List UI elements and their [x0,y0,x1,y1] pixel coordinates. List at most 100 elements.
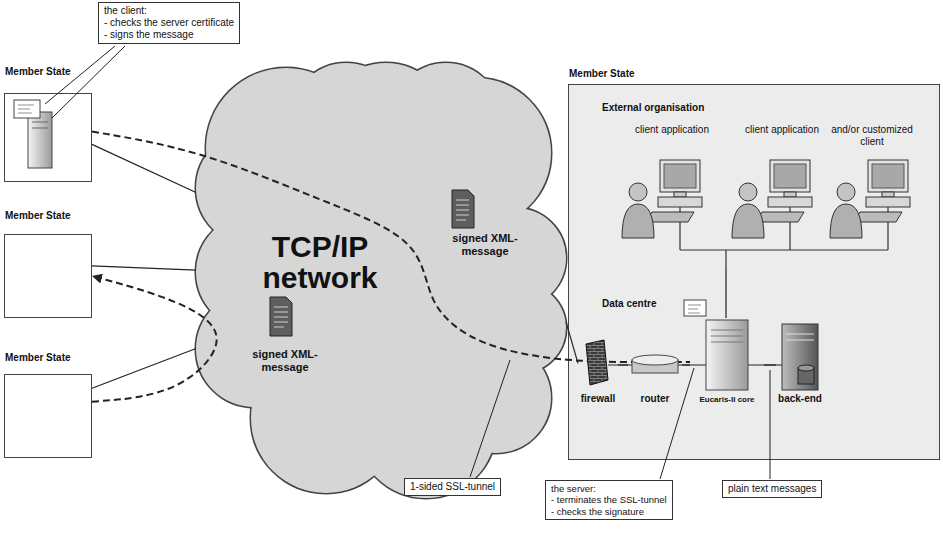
client-server-icon-part [32,128,48,129]
user-figure-part [837,183,855,201]
cloud-fill-lobe [441,343,551,453]
workstation-icon-part [658,197,702,207]
callout-text: - checks the signature [551,506,667,517]
core-server-icon-part [706,320,748,390]
back-end-server-icon-part [782,324,818,390]
callout-text: the client: [104,5,234,17]
network-link [92,144,196,192]
core-server-icon-part [684,300,706,316]
document-icon-part [452,190,474,228]
member-state-frame [4,234,92,318]
document-icon [270,297,292,336]
network-title: TCP/IP network [250,231,390,294]
application-label: and/or customized client [826,124,918,148]
workstation-icon-part [784,192,796,197]
document-icon [452,190,474,228]
firewall-icon-part [586,340,608,385]
member-state-box: Member State [4,210,92,318]
client-server-icon-part [28,112,52,168]
callout-box: 1-sided SSL-tunnel [404,478,501,496]
workstation-icon-part [866,197,910,207]
workstation-icon-part [770,160,810,192]
workstation-icon [854,160,910,222]
callout-box: plain text messages [722,480,822,498]
router-icon [632,355,678,373]
client-server-icon-part [18,105,34,113]
workstation-icon [756,160,812,222]
user-figure-part [629,183,647,201]
group-heading: External organisation [602,102,914,114]
label-box: and/or customized client [826,124,918,148]
user-figure [622,183,654,238]
callout-leader [45,46,125,118]
network-cloud: TCP/IP network [196,58,566,498]
document-icon-part [274,307,288,327]
callout-leader-part [660,368,694,479]
ssl-tunnel-connector [92,276,217,402]
device-label: Eucaris-II core [699,395,754,405]
firewall-icon [586,340,608,385]
callout-box: the server:- terminates the SSL-tunnel- … [545,480,673,520]
document-icon-part [456,200,469,220]
callout-leader-part [45,46,115,104]
workstation-icon-part [756,212,804,222]
user-figure-part [739,183,757,201]
callout-box: the client:- checks the server certifica… [98,2,240,44]
member-state-frame [4,374,92,458]
workstation-icon-part [646,212,694,222]
core-server-icon-part [688,305,701,313]
callout-text: plain text messages [728,483,816,495]
cloud-outline [196,58,566,498]
device-label: firewall [581,393,615,405]
workstation-icon-part [660,160,700,192]
client-server-icon-part [14,100,40,118]
callout-leader-part [52,46,125,118]
label-box: client application [742,124,822,136]
core-server-icon-part [711,330,743,342]
user-figure [732,183,764,238]
application-label: client application [742,124,822,136]
callout-text: 1-sided SSL-tunnel [410,481,495,493]
back-end-server-icon-part [786,334,814,340]
user-figure-part [732,204,764,238]
client-network-wire-part [725,250,726,266]
workstation-icon [646,160,702,222]
workstation-icon-part [868,160,908,192]
workstation-icon-part [882,192,894,197]
workstation-icon-part [774,164,806,188]
callout-text: - signs the message [104,29,234,41]
client-workstations [622,160,910,238]
callout-text: - terminates the SSL-tunnel [551,494,667,505]
back-end-server-icon-part [798,365,814,371]
client-server-icon [14,100,52,168]
user-figure [830,183,862,238]
device-label: back-end [778,393,822,405]
application-label: client application [632,124,712,136]
callout-text: - checks the server certificate [104,17,234,29]
device-label: router [641,393,670,405]
workstation-icon-part [674,192,686,197]
core-server-icon [684,300,748,390]
network-link [725,266,726,318]
group-heading: Member State [569,68,940,80]
label-box: signed XML-message [245,348,325,374]
group-heading: Data centre [602,298,904,310]
message-label: signed XML-message [245,348,325,374]
member-state-box: Member State [4,352,92,458]
group-heading: Member State [5,210,92,222]
user-figure-part [830,204,862,238]
cloud-fill [196,63,566,498]
user-figure-part [622,204,654,238]
callout-leader [470,360,770,479]
message-label: signed XML-message [445,232,525,258]
ssl-tunnel-connector [92,132,690,362]
router-icon-part [632,355,678,365]
network-link [566,322,578,363]
callout-leader-part [470,360,510,477]
label-box: client application [632,124,712,136]
workstation-icon-part [664,164,696,188]
cloud-border [196,63,566,498]
group-heading: Member State [5,352,92,364]
